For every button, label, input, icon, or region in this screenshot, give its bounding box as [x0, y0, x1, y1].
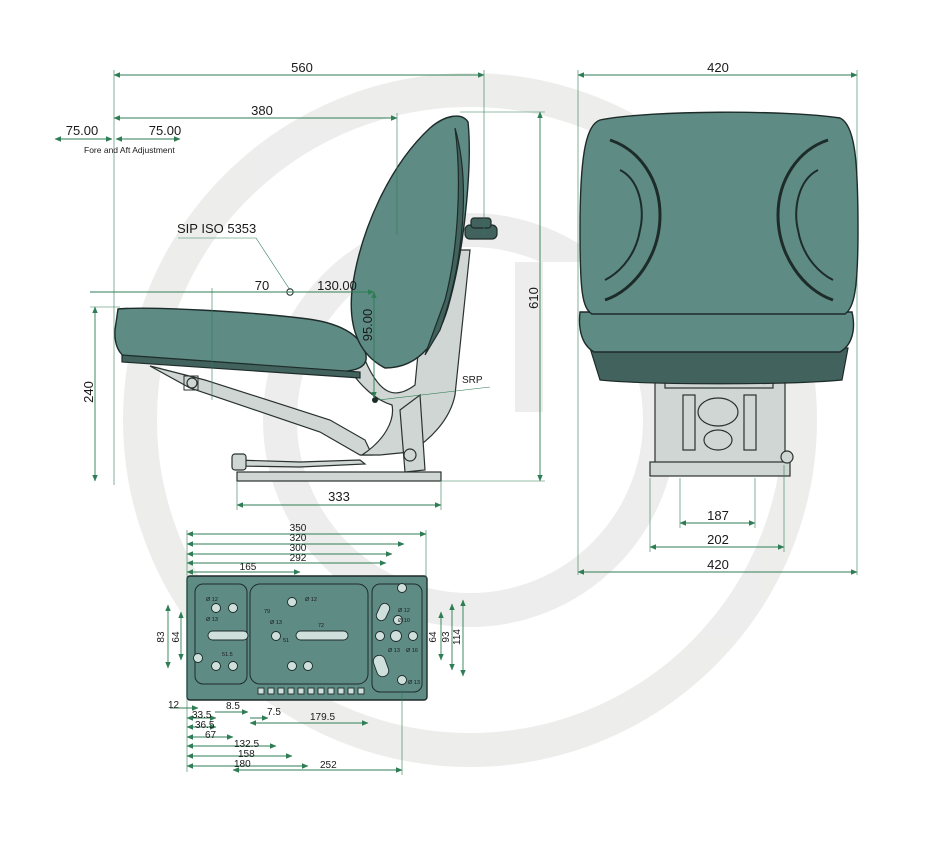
suspension-mechanism [654, 379, 786, 476]
dim-seat-height: 240 [81, 381, 96, 403]
svg-text:Ø 13: Ø 13 [408, 680, 420, 686]
svg-text:Ø 12: Ø 12 [305, 597, 317, 603]
svg-text:180: 180 [234, 759, 251, 770]
dim-overall-depth: 560 [291, 60, 313, 75]
svg-text:320: 320 [290, 533, 307, 544]
svg-text:Ø 10: Ø 10 [398, 618, 410, 624]
svg-text:83: 83 [156, 631, 167, 643]
dim-base-length: 333 [328, 489, 350, 504]
sip-label: SIP ISO 5353 [177, 221, 256, 236]
svg-text:51: 51 [283, 638, 289, 644]
svg-text:165: 165 [240, 562, 257, 573]
svg-text:Ø 12: Ø 12 [206, 597, 218, 603]
pivot-bolt [403, 448, 417, 462]
svg-text:93: 93 [441, 631, 452, 643]
svg-text:7.5: 7.5 [267, 707, 281, 718]
svg-text:36.5: 36.5 [195, 720, 215, 731]
svg-text:114: 114 [452, 629, 463, 645]
base-plate-slot-row [257, 687, 365, 695]
dim-mount-outer: 202 [707, 532, 729, 547]
dim-sip-horizontal: 70 [255, 278, 269, 293]
svg-text:350: 350 [290, 523, 307, 534]
base-plate: Ø 12 Ø 13 Ø 12 Ø 13 Ø 12 Ø 10 Ø 13 Ø 16 … [186, 575, 428, 701]
svg-text:72: 72 [318, 623, 324, 629]
dim-front-bottom-width: 420 [707, 557, 729, 572]
front-seat-cushion [578, 311, 855, 353]
svg-text:179.5: 179.5 [310, 712, 335, 723]
svg-text:12: 12 [168, 700, 180, 711]
dim-sip-vertical: 95.00 [360, 309, 375, 342]
seat-base-rail [236, 471, 442, 482]
fore-aft-caption: Fore and Aft Adjustment [84, 145, 175, 155]
svg-text:300: 300 [290, 543, 307, 554]
dim-sip-to-back: 130.00 [317, 278, 357, 293]
svg-text:252: 252 [320, 760, 337, 771]
srp-label: SRP [462, 375, 483, 386]
dim-overall-height: 610 [526, 287, 541, 309]
svg-text:132.5: 132.5 [234, 739, 259, 750]
seat-frame-arm [149, 365, 373, 456]
front-view [577, 70, 859, 575]
svg-text:Ø 13: Ø 13 [388, 648, 400, 654]
front-view-dimensions: 420 187 202 420 [577, 60, 858, 575]
front-cushion-base [589, 347, 849, 385]
svg-text:79: 79 [264, 609, 270, 615]
svg-text:33.5: 33.5 [192, 710, 212, 721]
svg-text:158: 158 [238, 749, 255, 760]
svg-text:67: 67 [205, 730, 217, 741]
dim-fore-aft-back: 75.00 [149, 123, 182, 138]
dim-mount-inner: 187 [707, 508, 729, 523]
svg-text:Ø 13: Ø 13 [206, 617, 218, 623]
front-backrest [579, 111, 859, 315]
svg-text:Ø 16: Ø 16 [406, 648, 418, 654]
svg-text:Ø 12: Ø 12 [398, 608, 410, 614]
slot-left [207, 630, 249, 641]
dim-fore-aft-forward: 75.00 [66, 123, 99, 138]
dim-backrest-depth: 380 [251, 103, 273, 118]
base-plate-dimensions: 350 320 300 292 165 83 64 64 93 114 12 3… [156, 523, 466, 775]
side-view [114, 115, 498, 482]
svg-text:51.5: 51.5 [222, 652, 233, 658]
svg-text:64: 64 [171, 631, 182, 643]
base-plate-holes [193, 583, 418, 685]
side-view-dimensions: 560 380 75.00 75.00 Fore and Aft Adjustm… [54, 60, 545, 510]
svg-text:292: 292 [290, 553, 307, 564]
dim-front-top-width: 420 [707, 60, 729, 75]
slot-middle [295, 630, 349, 641]
svg-text:Ø 13: Ø 13 [270, 620, 282, 626]
svg-text:8.5: 8.5 [226, 701, 240, 712]
svg-text:64: 64 [428, 631, 439, 643]
